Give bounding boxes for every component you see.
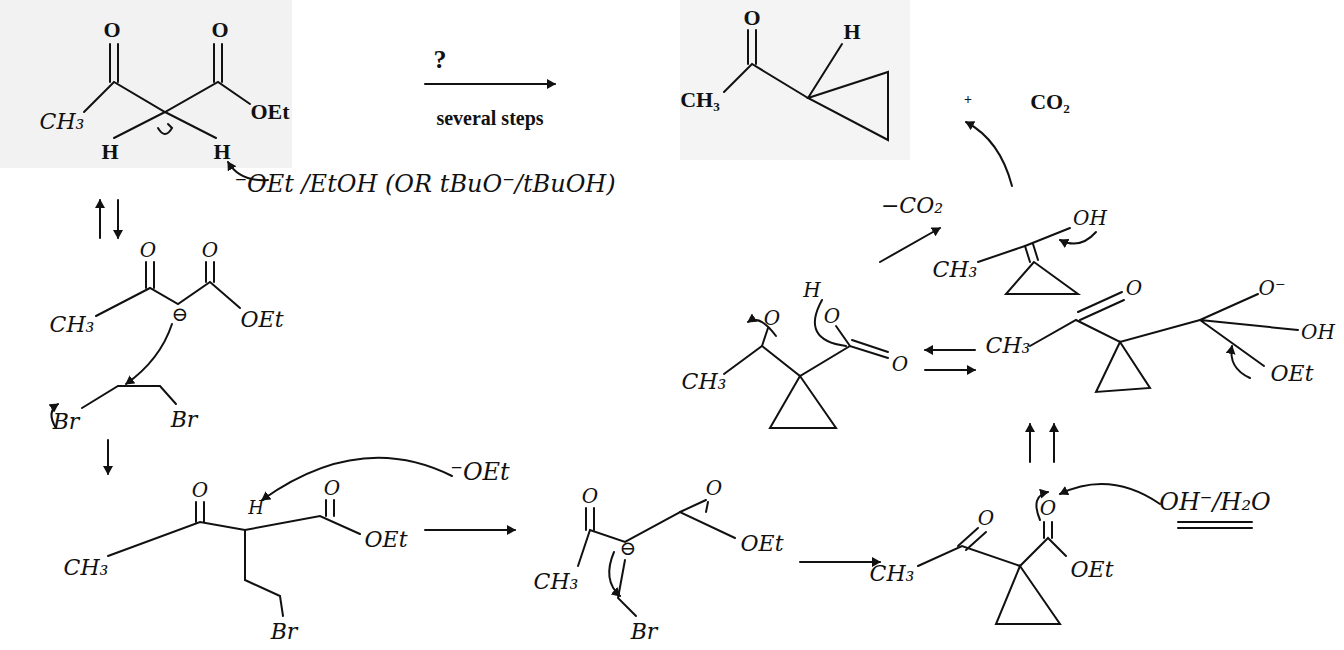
handwritten-label: CH₃ (40, 111, 85, 133)
handwritten-label: ⊖ (172, 304, 189, 324)
atom-label: CH₃ (680, 89, 720, 111)
atom-label: H (213, 141, 230, 163)
handwritten-label: O (1126, 278, 1142, 298)
handwritten-label: O (824, 306, 840, 326)
handwritten-label: O (892, 354, 908, 374)
atom-label: H (101, 141, 118, 163)
handwritten-label: OH (1301, 322, 1335, 342)
handwritten-label: O (706, 478, 722, 498)
atom-label: O (103, 19, 120, 41)
handwritten-label: OH⁻/H₂O (1159, 490, 1271, 514)
atom-label: O (743, 7, 760, 29)
atom-label: + (964, 93, 972, 107)
handwritten-label: CH₃ (64, 557, 109, 579)
handwritten-label: CH₃ (50, 314, 95, 336)
handwritten-label: O⁻ (1259, 278, 1286, 298)
handwritten-label: O (140, 240, 156, 260)
handwritten-label: O (202, 240, 218, 260)
handwritten-label: ⊖ (620, 538, 637, 558)
handwritten-label: CH₃ (933, 259, 978, 281)
handwritten-label: Br (271, 621, 298, 643)
handwritten-label: ⁻OEt (450, 460, 510, 484)
handwritten-label: OEt (1271, 363, 1314, 385)
handwritten-label: H (248, 499, 264, 517)
handwritten-label: OH (1073, 208, 1107, 228)
handwritten-label: H (803, 280, 820, 300)
handwritten-label: Br (631, 621, 658, 643)
handwritten-label: O (324, 478, 340, 498)
handwritten-label: OEt (365, 529, 408, 551)
handwritten-label: O (1040, 498, 1056, 518)
handwritten-label: CH₃ (534, 571, 579, 593)
handwritten-label: O (192, 480, 208, 500)
handwritten-label: ⁻OEt /EtOH (OR tBuO⁻/tBuOH) (234, 172, 615, 196)
handwritten-label: Br (171, 409, 198, 431)
handwritten-label: CH₃ (870, 563, 915, 585)
handwritten-label: OEt (1071, 559, 1114, 581)
atom-label: H (843, 21, 860, 43)
atom-label: CO₂ (1030, 91, 1070, 113)
handwritten-label: O (764, 308, 780, 328)
handwritten-label: O (978, 508, 994, 528)
handwritten-label: O (582, 486, 598, 506)
atom-label: O (211, 19, 228, 41)
handwritten-label: OEt (741, 533, 784, 555)
handwritten-label: OEt (241, 309, 284, 331)
handwritten-label: CH₃ (986, 335, 1031, 357)
atom-label: OEt (250, 101, 289, 123)
atom-label: ? (434, 47, 447, 73)
handwritten-label: −CO₂ (881, 195, 943, 217)
handwritten-label: Br (53, 411, 80, 433)
atom-label: several steps (436, 108, 543, 128)
handwritten-label: CH₃ (682, 371, 727, 393)
